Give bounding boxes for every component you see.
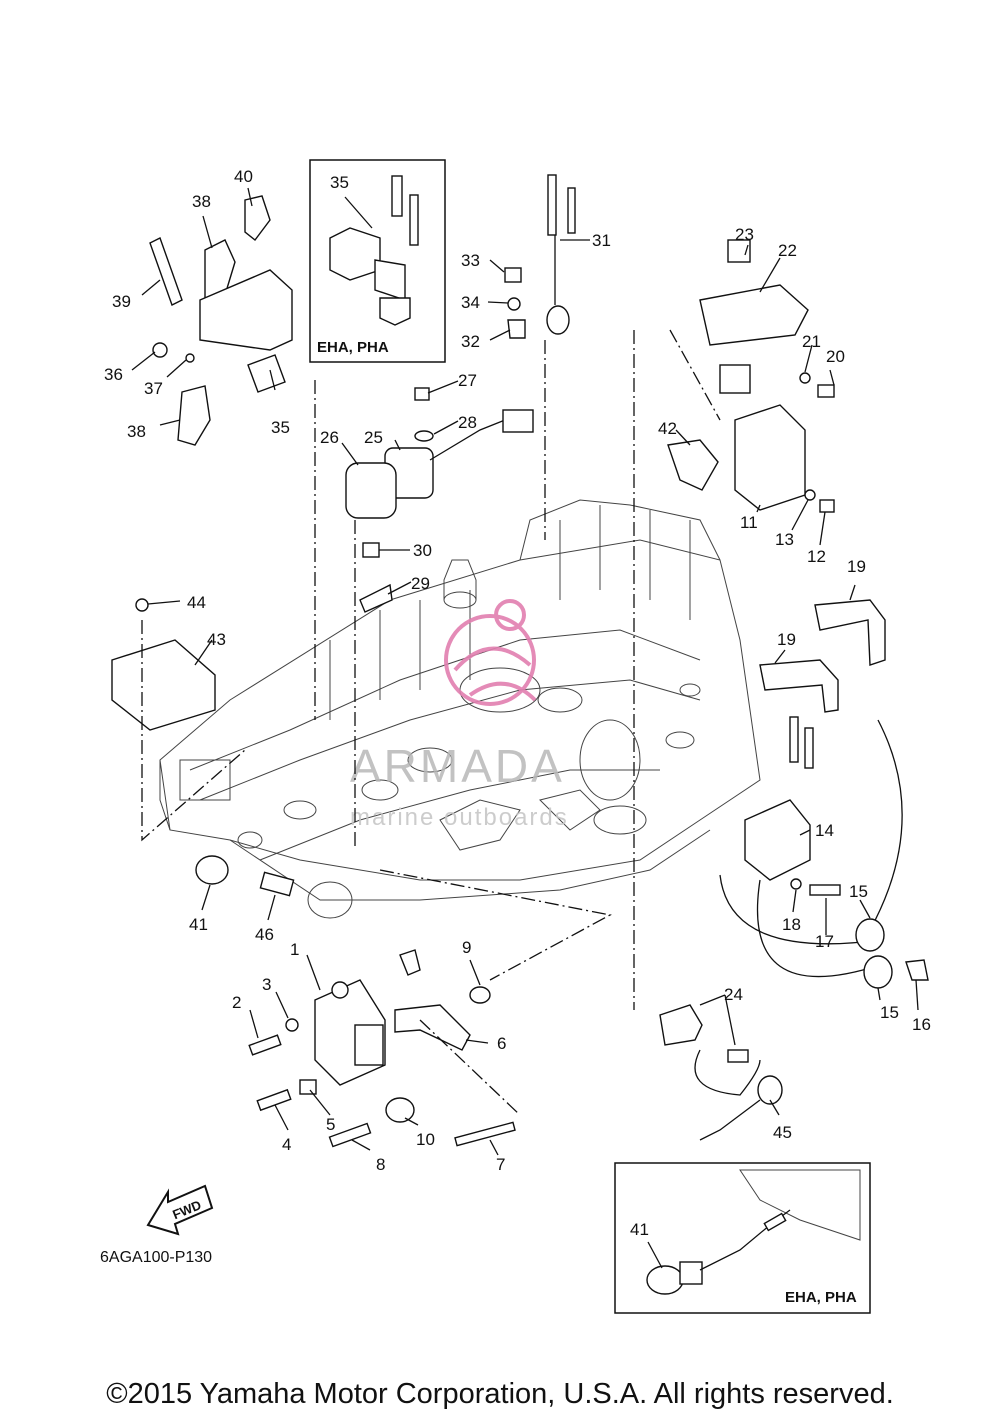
callout-41-inset: 41 <box>630 1220 649 1239</box>
callout-27: 27 <box>458 371 477 390</box>
callout-30: 30 <box>413 541 432 560</box>
callout-42: 42 <box>658 419 677 438</box>
callout-6: 6 <box>497 1034 506 1053</box>
callout-38-lower: 38 <box>127 422 146 441</box>
callout-29: 29 <box>411 574 430 593</box>
watermark-tagline: marine outboards <box>350 804 569 831</box>
callout-21: 21 <box>802 332 821 351</box>
callout-11: 11 <box>740 513 758 532</box>
callout-33: 33 <box>461 251 480 270</box>
callout-46: 46 <box>255 925 274 944</box>
callout-24: 24 <box>724 985 743 1004</box>
callout-7: 7 <box>496 1155 505 1174</box>
callout-35-inset: 35 <box>330 173 349 192</box>
callout-15-upper: 15 <box>849 882 868 901</box>
callout-22: 22 <box>778 241 797 260</box>
callout-43: 43 <box>207 630 226 649</box>
callout-9: 9 <box>462 938 471 957</box>
inset-bottom-label: EHA, PHA <box>785 1289 857 1306</box>
callout-19-upper: 19 <box>847 557 866 576</box>
callout-26: 26 <box>320 428 339 447</box>
callout-32: 32 <box>461 332 480 351</box>
callout-38-upper: 38 <box>192 192 211 211</box>
inset-top-label: EHA, PHA <box>317 339 389 356</box>
callout-37: 37 <box>144 379 163 398</box>
callouts: 1 2 3 4 5 6 7 8 9 10 11 12 13 14 15 15 1… <box>104 167 931 1239</box>
fwd-arrow-icon: FWD <box>146 1184 214 1236</box>
callout-44: 44 <box>187 593 206 612</box>
callout-31: 31 <box>592 231 611 250</box>
callout-2: 2 <box>232 993 241 1012</box>
callout-3: 3 <box>262 975 271 994</box>
callout-45: 45 <box>773 1123 792 1142</box>
watermark-logo-icon <box>444 599 537 706</box>
callout-40: 40 <box>234 167 253 186</box>
callout-1: 1 <box>290 940 299 959</box>
callout-36: 36 <box>104 365 123 384</box>
inset-bottom: EHA, PHA <box>614 1162 871 1314</box>
callout-10: 10 <box>416 1130 435 1149</box>
callout-18: 18 <box>782 915 801 934</box>
callout-4: 4 <box>282 1135 291 1154</box>
callout-25: 25 <box>364 428 383 447</box>
callout-34: 34 <box>461 293 480 312</box>
callout-35-main: 35 <box>271 418 290 437</box>
inset-top: EHA, PHA <box>309 159 446 363</box>
callout-8: 8 <box>376 1155 385 1174</box>
callout-13: 13 <box>775 530 794 549</box>
callout-5: 5 <box>326 1115 335 1134</box>
callout-41-main: 41 <box>189 915 208 934</box>
callout-28: 28 <box>458 413 477 432</box>
callout-15-lower: 15 <box>880 1003 899 1022</box>
engine-block <box>159 499 761 919</box>
callout-23: 23 <box>735 225 754 244</box>
callout-39: 39 <box>112 292 131 311</box>
watermark-brand: ARMADA <box>350 740 565 792</box>
copyright-notice: ©2015 Yamaha Motor Corporation, U.S.A. A… <box>106 1378 894 1410</box>
watermark: ARMADA marine outboards <box>350 599 569 831</box>
callout-16: 16 <box>912 1015 931 1034</box>
diagram-part-number: 6AGA100-P130 <box>100 1249 212 1266</box>
leader-lines <box>131 187 919 1156</box>
callout-19-lower: 19 <box>777 630 796 649</box>
callout-20: 20 <box>826 347 845 366</box>
callout-17: 17 <box>815 932 834 951</box>
callout-14: 14 <box>815 821 834 840</box>
parts <box>111 174 929 1148</box>
callout-12: 12 <box>807 547 826 566</box>
